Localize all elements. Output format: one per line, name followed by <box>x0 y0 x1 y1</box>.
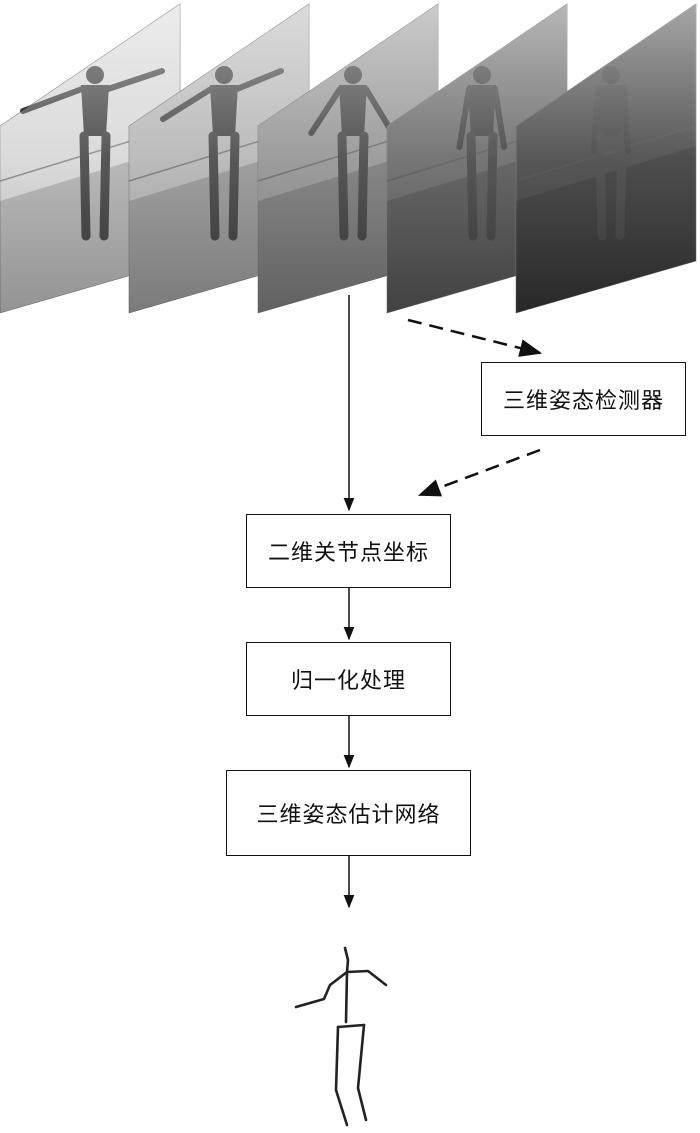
skeleton-3d-figure <box>294 946 388 1127</box>
dashed-arrow-frames-to-detector <box>407 318 543 357</box>
detector-box: 三维姿态检测器 <box>481 362 686 436</box>
estimation-network-label: 三维姿态估计网络 <box>256 803 441 828</box>
video-frame <box>515 3 697 314</box>
normalization-label: 归一化处理 <box>290 669 406 694</box>
normalization-box: 归一化处理 <box>246 642 451 716</box>
video-frame-stack <box>0 3 697 314</box>
keypoints-2d-box: 二维关节点坐标 <box>246 514 451 588</box>
dashed-arrow-detector-to-keypoints <box>417 448 541 497</box>
estimation-network-box: 三维姿态估计网络 <box>226 770 471 856</box>
keypoints-2d-label: 二维关节点坐标 <box>267 541 429 566</box>
detector-label: 三维姿态检测器 <box>502 389 664 414</box>
